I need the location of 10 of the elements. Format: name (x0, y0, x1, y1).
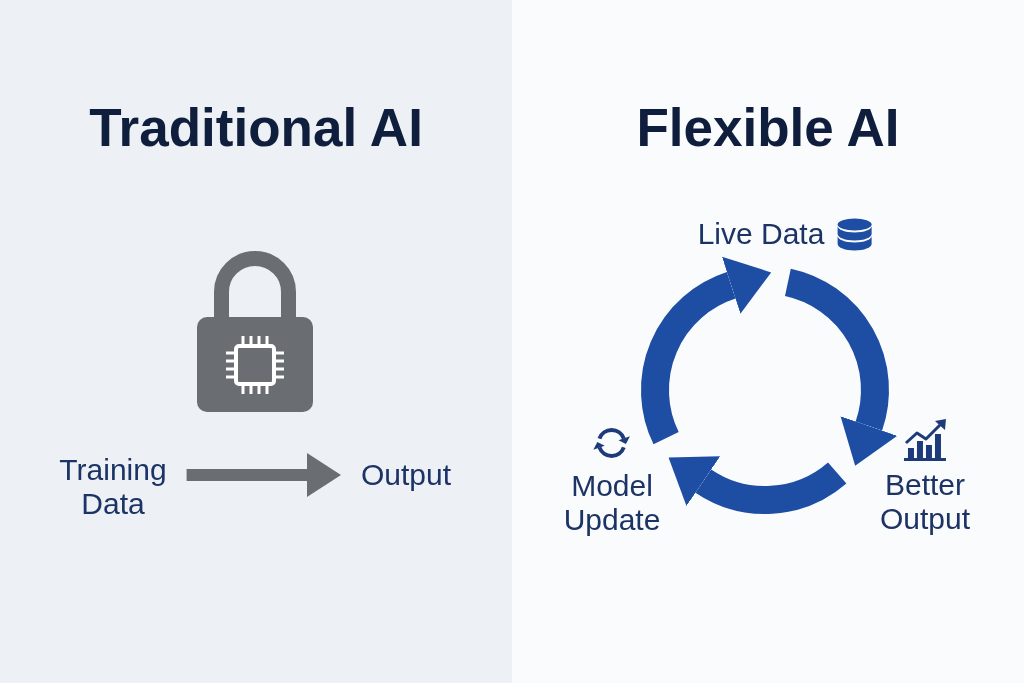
node-label: Output (360, 458, 452, 492)
node-label: Training Data (59, 453, 167, 521)
node-label: Live Data (697, 217, 825, 251)
panel (512, 0, 1024, 683)
arrow (186, 453, 341, 497)
panel-heading: Traditional AI (89, 97, 423, 159)
node-label: Better Output (879, 468, 971, 536)
panel (0, 0, 512, 683)
node-label: Model Update (563, 469, 661, 537)
panel-heading: Flexible AI (636, 97, 900, 159)
